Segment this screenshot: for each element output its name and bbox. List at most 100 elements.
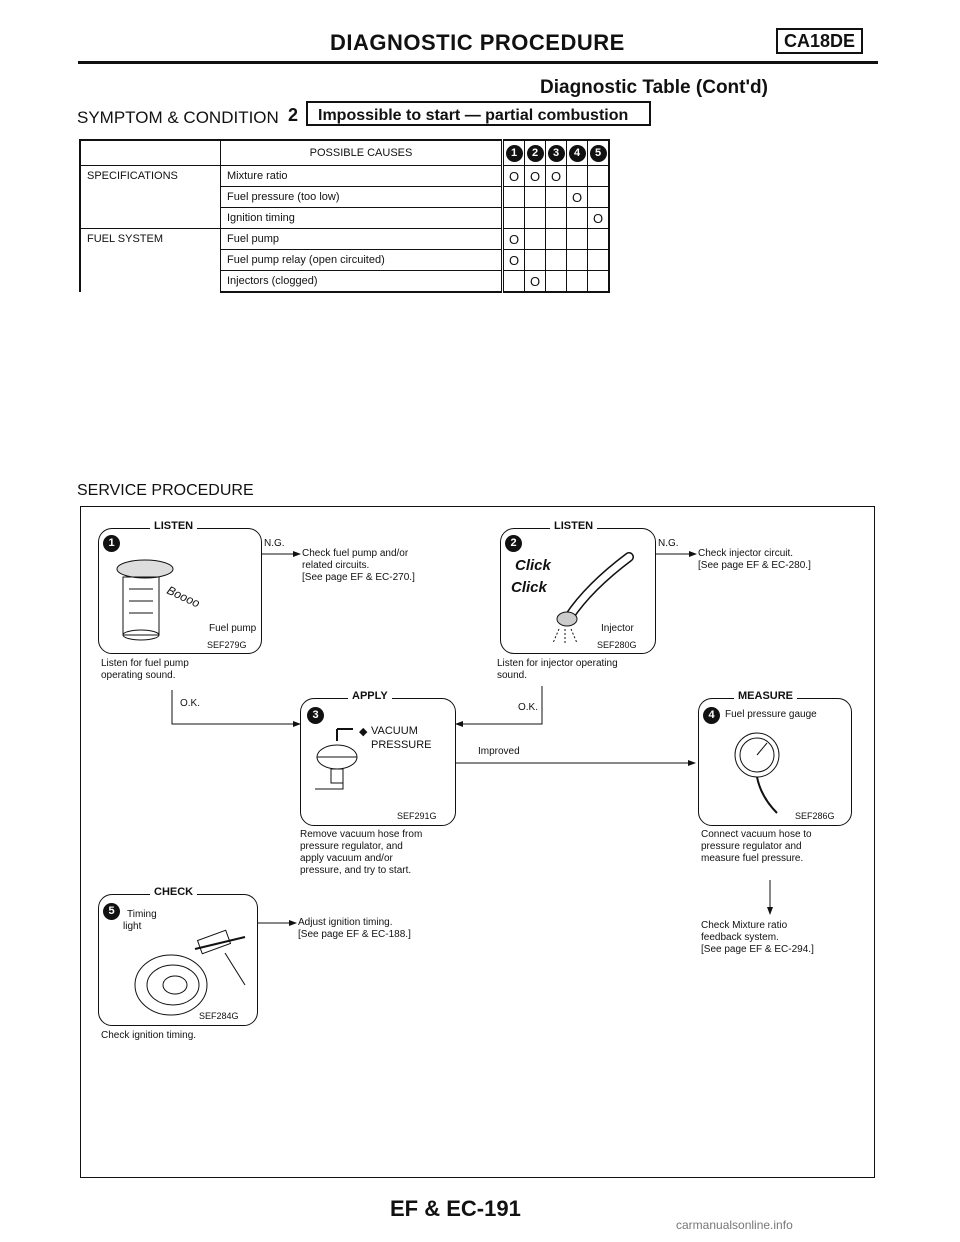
step2-description: Listen for injector operating sound. bbox=[497, 658, 618, 682]
action-line: feedback system. bbox=[701, 932, 779, 943]
possible-causes-header: POSSIBLE CAUSES bbox=[220, 139, 503, 166]
step3-title: APPLY bbox=[348, 690, 392, 702]
svg-text:Boooo: Boooo bbox=[165, 583, 203, 610]
service-procedure-frame bbox=[80, 506, 875, 1178]
part-label: Fuel pump bbox=[209, 623, 257, 634]
part-label: Fuel pressure gauge bbox=[725, 709, 817, 720]
step-badge-cell: 5 bbox=[587, 139, 609, 166]
step4-description: Connect vacuum hose to pressure regulato… bbox=[701, 829, 812, 865]
table-row: Injectors (clogged) O bbox=[80, 270, 609, 293]
step4-panel: 4 Fuel pressure gauge SEF286G bbox=[698, 698, 852, 826]
mark-cell bbox=[566, 228, 588, 250]
table-header-row: POSSIBLE CAUSES 1 2 3 4 5 bbox=[80, 139, 609, 166]
mark-cell bbox=[587, 165, 609, 187]
description-line: measure fuel pressure. bbox=[701, 853, 804, 864]
table-row: Fuel pressure (too low) O bbox=[80, 186, 609, 208]
timing-light-illustration bbox=[134, 929, 246, 1016]
cause-cell: Fuel pressure (too low) bbox=[220, 186, 503, 208]
step-badge: 1 bbox=[103, 535, 120, 552]
fuel-pressure-gauge-illustration bbox=[734, 732, 780, 814]
step5-title: CHECK bbox=[150, 886, 198, 898]
part-label: Injector bbox=[601, 623, 634, 634]
ng-label: N.G. bbox=[264, 538, 285, 549]
mark-cell bbox=[545, 228, 567, 250]
cause-cell: Injectors (clogged) bbox=[220, 270, 503, 293]
fuel-pump-illustration: Boooo bbox=[116, 559, 203, 641]
step3-panel: 3 ◆ VACUUM PRESSURE SEF291G bbox=[300, 698, 456, 826]
symptom-number: 2 bbox=[288, 105, 299, 125]
ok-label: O.K. bbox=[180, 698, 201, 709]
figure-code: SEF280G bbox=[597, 640, 637, 650]
step5-panel: 5 Timing light SEF284G bbox=[98, 894, 258, 1026]
step-badge: 3 bbox=[307, 707, 324, 724]
table-row: Fuel pump relay (open circuited) O bbox=[80, 249, 609, 271]
timing-label: Timing bbox=[127, 909, 157, 920]
description-line: Listen for fuel pump bbox=[101, 658, 189, 669]
step3-description: Remove vacuum hose from pressure regulat… bbox=[300, 829, 422, 877]
improved-label: Improved bbox=[478, 746, 520, 757]
table-row: SPECIFICATIONS Mixture ratio O O O bbox=[80, 165, 609, 229]
description-line: Connect vacuum hose to bbox=[701, 829, 812, 840]
mark-cell bbox=[501, 186, 525, 208]
action-line: [See page EF & EC-188.] bbox=[298, 929, 411, 940]
mark-cell bbox=[545, 186, 567, 208]
figure-code: SEF291G bbox=[397, 811, 437, 821]
mark-cell: O bbox=[524, 270, 546, 293]
pressure-label: PRESSURE bbox=[371, 739, 432, 751]
step2-title: LISTEN bbox=[550, 520, 598, 532]
page-number: EF & EC-191 bbox=[390, 1196, 521, 1221]
step-badge: 3 bbox=[547, 145, 565, 162]
mark-cell bbox=[566, 270, 588, 293]
mark-cell bbox=[587, 249, 609, 271]
step4-next-action: Check Mixture ratio feedback system. [Se… bbox=[701, 920, 814, 956]
mark-cell: O bbox=[524, 165, 546, 187]
step1-ng-action: Check fuel pump and/or related circuits.… bbox=[302, 548, 415, 584]
step-badge: 4 bbox=[568, 145, 586, 162]
vacuum-label: VACUUM bbox=[371, 725, 418, 737]
step-badge: 5 bbox=[103, 903, 120, 920]
step-badge-cell: 4 bbox=[566, 139, 588, 166]
mark-cell bbox=[524, 249, 546, 271]
step2-ng-action: Check injector circuit. [See page EF & E… bbox=[698, 548, 811, 572]
mark-cell bbox=[524, 207, 546, 229]
step-badge-cell: 1 bbox=[501, 139, 525, 166]
step1-description: Listen for fuel pump operating sound. bbox=[101, 658, 189, 682]
ng-label: N.G. bbox=[658, 538, 679, 549]
step-badge-cell: 2 bbox=[524, 139, 546, 166]
action-line: [See page EF & EC-270.] bbox=[302, 572, 415, 583]
mark-cell bbox=[524, 186, 546, 208]
mark-cell bbox=[501, 207, 525, 229]
engine-code-badge: CA18DE bbox=[776, 28, 864, 54]
possible-causes-table: POSSIBLE CAUSES 1 2 3 4 5 SPECIFICATIONS… bbox=[79, 139, 610, 293]
mark-cell: O bbox=[587, 207, 609, 229]
click-text: Click bbox=[515, 557, 551, 574]
symptom-text: Impossible to start — partial combustion bbox=[306, 101, 651, 126]
cause-cell: Fuel pump relay (open circuited) bbox=[220, 249, 503, 271]
figure-code: SEF286G bbox=[795, 811, 835, 821]
description-line: pressure regulator, and bbox=[300, 841, 403, 852]
table-row: FUEL SYSTEM Fuel pump O bbox=[80, 228, 609, 292]
mark-cell bbox=[566, 249, 588, 271]
service-procedure-title: SERVICE PROCEDURE bbox=[77, 482, 254, 499]
action-line: Check injector circuit. bbox=[698, 548, 794, 559]
description-line: operating sound. bbox=[101, 670, 176, 681]
step-badge: 5 bbox=[589, 145, 607, 162]
description-line: Listen for injector operating bbox=[497, 658, 618, 669]
action-line: related circuits. bbox=[302, 560, 370, 571]
ok-label: O.K. bbox=[518, 702, 539, 713]
mark-cell: O bbox=[501, 165, 525, 187]
mark-cell bbox=[566, 207, 588, 229]
action-line: [See page EF & EC-280.] bbox=[698, 560, 811, 571]
page-title: DIAGNOSTIC PROCEDURE bbox=[330, 30, 625, 55]
mark-cell: O bbox=[566, 186, 588, 208]
action-line: Adjust ignition timing. bbox=[298, 917, 393, 928]
step5-action: Adjust ignition timing. [See page EF & E… bbox=[298, 917, 411, 941]
category-cell: FUEL SYSTEM bbox=[80, 228, 221, 292]
cause-cell: Mixture ratio bbox=[220, 165, 503, 187]
mark-cell bbox=[545, 207, 567, 229]
table-corner-cell bbox=[80, 139, 221, 166]
category-cell: SPECIFICATIONS bbox=[80, 165, 221, 229]
table-row: Ignition timing O bbox=[80, 207, 609, 229]
description-line: Check ignition timing. bbox=[101, 1030, 197, 1041]
